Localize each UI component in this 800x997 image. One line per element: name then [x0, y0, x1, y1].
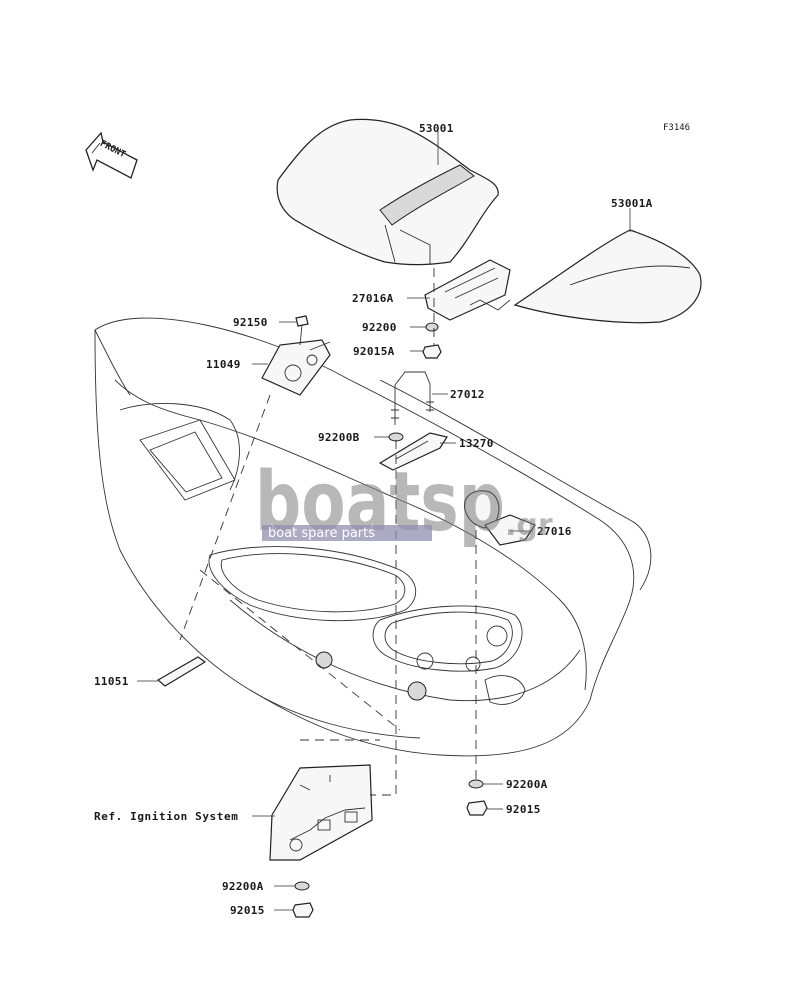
watermark-logo: boatsp .gr boat spare parts [255, 455, 553, 550]
u-bolt-27012 [391, 371, 434, 425]
nut-92015-left [292, 902, 314, 918]
washer-92200B [388, 432, 404, 442]
driver-seat [276, 118, 499, 266]
label-92200A-left: 92200A [222, 880, 264, 893]
label-92015-right: 92015 [506, 803, 541, 816]
reference-note: Ref. Ignition System [94, 810, 238, 823]
front-arrow-icon: FRONT [85, 131, 138, 179]
bolt-92150 [295, 315, 309, 346]
label-53001: 53001 [419, 122, 454, 135]
label-27016A: 27016A [352, 292, 394, 305]
label-92015A: 92015A [353, 345, 395, 358]
bracket-11049 [261, 339, 331, 396]
washer-92200A-right [468, 779, 484, 789]
label-53001A: 53001A [611, 197, 653, 210]
nut-92015-right [466, 800, 488, 816]
nut-92015A [422, 344, 442, 359]
label-92200: 92200 [362, 321, 397, 334]
passenger-seat [513, 229, 702, 324]
label-27012: 27012 [450, 388, 485, 401]
svg-text:.gr: .gr [505, 508, 553, 543]
label-92015-left: 92015 [230, 904, 265, 917]
label-13270: 13270 [459, 437, 494, 450]
leader-lines [137, 131, 631, 911]
seat-latch [424, 259, 511, 321]
washer-92200A-left [294, 881, 310, 891]
label-92150: 92150 [233, 316, 268, 329]
label-92200B: 92200B [318, 431, 360, 444]
label-92200A-right: 92200A [506, 778, 548, 791]
ignition-bracket [269, 764, 373, 861]
assembly-dash-lines [179, 268, 477, 796]
latch-hook-27016 [463, 490, 536, 546]
plate-13270 [378, 432, 448, 471]
washer-92200 [425, 322, 439, 332]
label-27016: 27016 [537, 525, 572, 538]
hull-body [94, 317, 652, 757]
label-11051: 11051 [94, 675, 129, 688]
figure-code: F3146 [663, 123, 690, 133]
svg-text:boat spare parts: boat spare parts [268, 526, 375, 541]
clip-11051 [156, 656, 207, 687]
label-11049: 11049 [206, 358, 241, 371]
